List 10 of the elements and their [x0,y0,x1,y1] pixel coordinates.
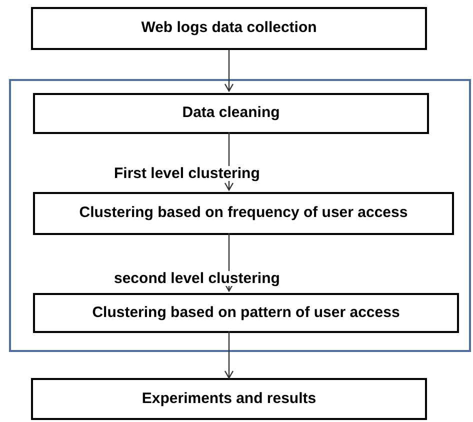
edge-label: second level clustering [112,271,282,286]
group-frame [9,79,471,352]
edge-label: First level clustering [112,166,262,181]
process-box: Data cleaning [33,93,429,134]
arrow [224,331,234,379]
process-box: Web logs data collection [31,7,427,50]
process-box: Experiments and results [31,378,427,420]
arrow [224,50,234,92]
process-box: Clustering based on frequency of user access [33,192,454,235]
process-box: Clustering based on pattern of user access [33,293,459,333]
